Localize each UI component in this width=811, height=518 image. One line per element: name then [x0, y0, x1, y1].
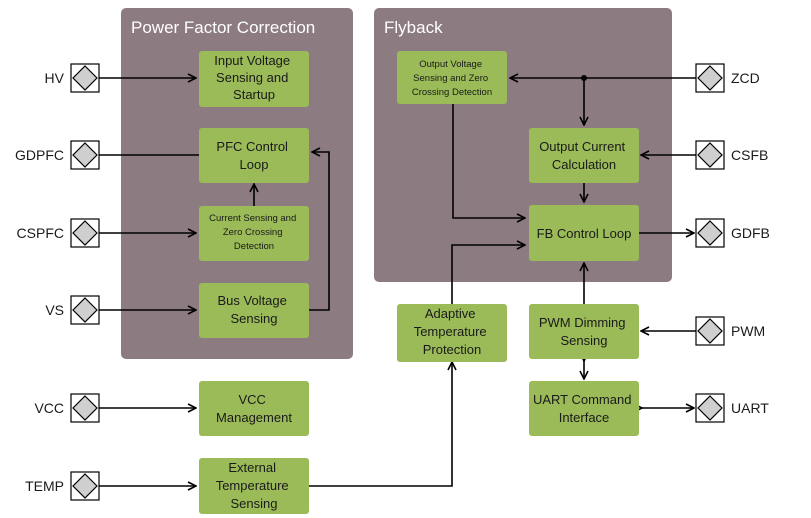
pin-gdpfc: GDPFC — [15, 140, 100, 170]
block-pfc-control-line1: PFC Control — [216, 139, 288, 154]
block-adaptive-temperature: Adaptive Temperature Protection — [397, 304, 507, 362]
pin-cspfc: CSPFC — [17, 218, 100, 248]
block-adaptive-temperature-line1: Adaptive — [425, 306, 476, 321]
junction-dot — [581, 75, 587, 81]
right-pins: ZCD CSFB GDFB PWM UART — [695, 63, 770, 423]
svg-text:UART Command Interface: UART Command Interface — [533, 392, 635, 425]
pin-csfb: CSFB — [695, 140, 768, 170]
pin-vs: VS — [45, 295, 100, 325]
pin-gdfb-label: GDFB — [731, 225, 770, 241]
block-pfc-control: PFC Control Loop — [199, 128, 309, 183]
block-input-voltage: Input Voltage Sensing and Startup — [199, 51, 309, 107]
svg-text:Output Voltage Sensing: Output Voltage Sensing and Zero Crossing… — [412, 59, 492, 98]
pin-pwm: PWM — [695, 316, 765, 346]
pin-vcc-label: VCC — [34, 400, 64, 416]
block-current-sensing: Current Sensing and Zero Crossing Detect… — [199, 206, 309, 261]
blocks: Input Voltage Sensing and Startup PFC Co… — [199, 51, 639, 514]
block-current-sensing-line1: Current Sensing and — [209, 213, 296, 224]
block-external-temperature-line2: Temperature — [216, 478, 289, 493]
block-uart-command-line1: UART Command — [533, 392, 632, 407]
left-pins: HV GDPFC CSPFC VS VCC TEMP — [15, 63, 100, 501]
block-adaptive-temperature-line2: Temperature — [414, 324, 487, 339]
wire-ov-to-fb — [452, 104, 525, 218]
block-fb-control: FB Control Loop — [529, 205, 639, 261]
block-output-current-line2: Calculation — [552, 157, 616, 172]
block-fb-control-line1: FB Control Loop — [537, 226, 632, 241]
pin-csfb-label: CSFB — [731, 147, 768, 163]
block-pwm-dimming-line2: Sensing — [561, 333, 608, 348]
block-uart-command: UART Command Interface — [529, 381, 639, 436]
block-external-temperature-line1: External — [228, 460, 276, 475]
pin-uart-label: UART — [731, 400, 769, 416]
wire-adaptive-to-fb — [451, 245, 525, 304]
svg-text:PWM Dimming Sensing: PWM Dimming Sensing — [539, 315, 629, 348]
block-input-voltage-line2: Sensing and — [216, 70, 288, 85]
svg-text:Current Sensing and Ze: Current Sensing and Zero Crossing Detect… — [209, 213, 299, 252]
svg-text:FB Control Loop: FB Control Loop — [537, 226, 632, 241]
block-uart-command-line2: Interface — [559, 410, 610, 425]
pfc-panel-title: Power Factor Correction — [131, 18, 315, 37]
block-current-sensing-line3: Detection — [234, 241, 274, 252]
svg-text:Adaptive Temperature: Adaptive Temperature Protection — [414, 306, 491, 357]
block-pwm-dimming-line1: PWM Dimming — [539, 315, 626, 330]
pin-uart: UART — [695, 393, 769, 423]
block-external-temperature-line3: Sensing — [231, 496, 278, 511]
block-output-voltage-line2: Sensing and Zero — [413, 73, 488, 84]
block-pwm-dimming: PWM Dimming Sensing — [529, 304, 639, 359]
block-input-voltage-line1: Input Voltage — [214, 53, 290, 68]
block-output-voltage: Output Voltage Sensing and Zero Crossing… — [397, 51, 507, 104]
block-adaptive-temperature-line3: Protection — [423, 342, 482, 357]
block-output-current-line1: Output Current — [539, 139, 625, 154]
pin-pwm-label: PWM — [731, 323, 765, 339]
block-output-voltage-line3: Crossing Detection — [412, 87, 492, 98]
pin-cspfc-label: CSPFC — [17, 225, 64, 241]
pin-temp-label: TEMP — [25, 478, 64, 494]
block-input-voltage-line3: Startup — [233, 87, 275, 102]
block-vcc-management-line1: VCC — [238, 392, 265, 407]
pin-vs-label: VS — [45, 302, 64, 318]
pin-zcd-label: ZCD — [731, 70, 760, 86]
svg-text:Bus Voltage Sensing: Bus Voltage Sensing — [217, 293, 290, 326]
pin-hv-label: HV — [45, 70, 65, 86]
block-external-temperature: External Temperature Sensing — [199, 458, 309, 514]
block-output-voltage-line1: Output Voltage — [419, 59, 482, 70]
block-bus-voltage-line2: Sensing — [231, 311, 278, 326]
pin-zcd: ZCD — [695, 63, 760, 93]
block-vcc-management: VCC Management — [199, 381, 309, 436]
block-output-current: Output Current Calculation — [529, 128, 639, 183]
pin-gdpfc-label: GDPFC — [15, 147, 64, 163]
svg-text:External Temperature: External Temperature Sensing — [216, 460, 293, 511]
wire-bus-feedback — [309, 152, 330, 311]
pin-hv: HV — [45, 63, 100, 93]
block-current-sensing-line2: Zero Crossing — [223, 227, 283, 238]
block-bus-voltage-line1: Bus Voltage — [217, 293, 286, 308]
wire-ext-to-adaptive — [309, 362, 452, 487]
flyback-panel-title: Flyback — [384, 18, 443, 37]
block-pfc-control-line2: Loop — [240, 157, 269, 172]
svg-text:Input Voltage Sensing: Input Voltage Sensing and Startup — [214, 53, 294, 102]
block-bus-voltage: Bus Voltage Sensing — [199, 283, 309, 338]
svg-text:VCC Management: VCC Management — [216, 392, 292, 425]
block-vcc-management-line2: Management — [216, 410, 292, 425]
pin-temp: TEMP — [25, 471, 100, 501]
wires — [80, 75, 696, 486]
svg-text:PFC Control Loop: PFC Control Loop — [216, 139, 291, 172]
svg-text:Output Current Calcula: Output Current Calculation — [539, 139, 629, 172]
pin-gdfb: GDFB — [695, 218, 770, 248]
pin-vcc: VCC — [34, 393, 100, 423]
